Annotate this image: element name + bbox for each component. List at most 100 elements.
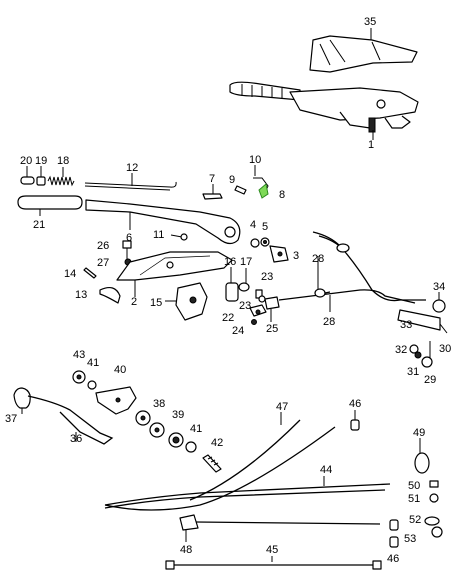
end-fitting-46a (350, 410, 360, 431)
cable-28-lower (278, 288, 416, 312)
label-38: 38 (153, 398, 165, 410)
label-50: 50 (408, 480, 420, 492)
label-47: 47 (276, 401, 288, 413)
label-52: 52 (409, 514, 421, 526)
pawl (202, 184, 223, 200)
label-45: 45 (266, 544, 278, 556)
nut-29 (421, 356, 433, 368)
label-14: 14 (64, 268, 76, 280)
label-23b: 23 (239, 300, 251, 312)
label-26: 26 (97, 240, 109, 252)
label-2: 2 (131, 296, 137, 308)
label-46b: 46 (387, 553, 399, 565)
label-20: 20 (20, 155, 32, 167)
label-3: 3 (293, 250, 299, 262)
end-fitting-46b (389, 519, 399, 548)
bolt-50 (429, 480, 439, 488)
label-42: 42 (211, 437, 223, 449)
label-12: 12 (126, 162, 138, 174)
label-46a: 46 (349, 398, 361, 410)
label-29: 29 (424, 374, 436, 386)
label-51: 51 (408, 493, 420, 505)
label-39: 39 (172, 409, 184, 421)
label-27: 27 (97, 257, 109, 269)
bracket-13 (99, 286, 121, 304)
hand-grip (17, 195, 83, 216)
label-25: 25 (266, 323, 278, 335)
clamp-49 (414, 438, 430, 474)
label-15: 15 (150, 297, 162, 309)
label-33: 33 (400, 319, 412, 331)
label-17: 17 (240, 256, 252, 268)
sleeve-16 (225, 267, 239, 302)
label-44: 44 (320, 464, 332, 476)
label-32: 32 (395, 344, 407, 356)
label-40: 40 (114, 364, 126, 376)
guide-33 (397, 309, 448, 334)
button (36, 166, 46, 186)
shift-rod-36 (27, 395, 114, 445)
label-6: 6 (126, 232, 132, 244)
spring (47, 167, 75, 187)
label-22: 22 (222, 312, 234, 324)
label-43: 43 (73, 349, 85, 361)
ratchet-plate-15 (165, 282, 208, 321)
nut-4 (250, 238, 260, 248)
washer-32 (409, 344, 419, 354)
label-7: 7 (209, 173, 215, 185)
bracket-25 (264, 296, 280, 322)
cable-45 (165, 556, 382, 570)
label-37: 37 (5, 413, 17, 425)
washer-5 (260, 237, 270, 247)
washer-41b (185, 441, 197, 453)
nut-43 (72, 370, 86, 384)
push-rod (20, 166, 35, 185)
clevis-3 (269, 245, 289, 263)
washer-41a (87, 380, 97, 390)
brake-lever (85, 199, 241, 245)
label-28a: 28 (312, 253, 324, 265)
nut-31 (414, 351, 422, 359)
label-4: 4 (250, 219, 256, 231)
bracket-40 (95, 386, 137, 415)
nut-34 (432, 292, 446, 313)
pin-14 (83, 267, 97, 279)
pin (234, 185, 247, 195)
cable-end-48 (179, 514, 381, 542)
label-34: 34 (433, 281, 445, 293)
nut-23b (258, 295, 266, 303)
release-rod (84, 173, 177, 191)
cable-44 (104, 476, 391, 509)
cable-28-upper (312, 231, 426, 302)
label-16: 16 (224, 256, 236, 268)
disc-38 (135, 410, 165, 438)
label-10: 10 (249, 154, 261, 166)
washer-52 (424, 516, 440, 526)
lever-assembly (229, 81, 419, 140)
label-5: 5 (262, 221, 268, 233)
label-48: 48 (180, 544, 192, 556)
label-9: 9 (229, 174, 235, 186)
cable-47 (104, 412, 336, 511)
label-49: 49 (413, 427, 425, 439)
label-28b: 28 (323, 316, 335, 328)
label-41b: 41 (190, 423, 202, 435)
label-19: 19 (35, 155, 47, 167)
bolt-11 (170, 233, 188, 241)
label-36: 36 (70, 433, 82, 445)
roller-17 (238, 268, 250, 292)
nut-53 (431, 526, 443, 538)
knob-37 (13, 387, 31, 414)
label-18: 18 (57, 155, 69, 167)
label-35: 35 (364, 16, 376, 28)
lever-boot (309, 28, 418, 73)
label-1: 1 (368, 139, 374, 151)
bolt-42 (202, 454, 222, 473)
label-41a: 41 (87, 357, 99, 369)
label-23a: 23 (261, 271, 273, 283)
label-53: 53 (404, 533, 416, 545)
ratchet-spring-highlighted (253, 165, 269, 199)
washer-24 (251, 319, 257, 325)
label-11: 11 (153, 229, 164, 241)
